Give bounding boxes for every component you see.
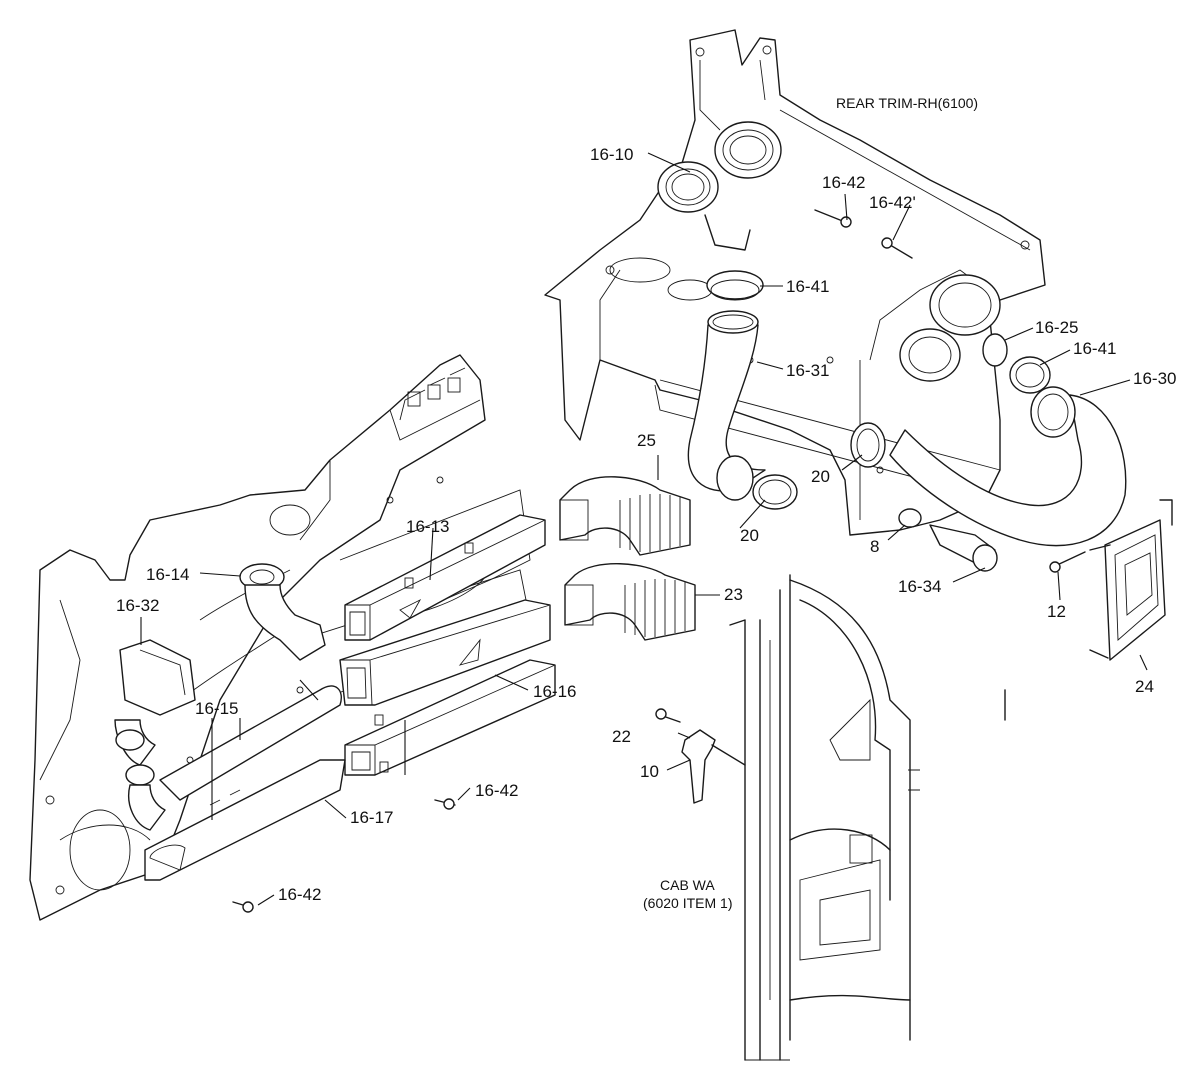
note-cab-wa-line2: (6020 ITEM 1) (643, 895, 732, 911)
screw-12 (1049, 551, 1086, 573)
callout-16-34: 16-34 (898, 577, 941, 596)
cab-wa-frame (729, 574, 1006, 1061)
callout-22: 22 (612, 727, 631, 746)
screw-16-42-middle (434, 798, 456, 810)
callout-23: 23 (724, 585, 743, 604)
callout-16-17: 16-17 (350, 808, 393, 827)
callout-16-42-prime: 16-42' (869, 193, 916, 212)
handle-10 (681, 729, 746, 804)
nozzle-16-34 (929, 524, 998, 572)
screw-16-42-top (814, 209, 852, 228)
labels: REAR TRIM-RH(6100) CAB WA (6020 ITEM 1) … (116, 95, 1176, 911)
elbow-16-14 (239, 563, 326, 661)
screw-16-42-bottom (232, 901, 254, 913)
hose-16-31 (687, 310, 766, 492)
callout-20-lower: 20 (740, 526, 759, 545)
duct-16-32 (114, 639, 196, 831)
hose-16-30 (889, 386, 1127, 547)
screw-16-42-prime (881, 237, 913, 259)
callout-16-42-bottom: 16-42 (278, 885, 321, 904)
vent-outlet-16-10 (657, 121, 782, 251)
clamp-20-upper (850, 422, 886, 468)
duct-16-15 (144, 685, 346, 881)
callout-16-30: 16-30 (1133, 369, 1176, 388)
callout-16-13: 16-13 (406, 517, 449, 536)
callout-16-15: 16-15 (195, 699, 238, 718)
hose-clamp-16-41-right (1009, 356, 1051, 394)
duct-boot-25 (559, 476, 691, 556)
callout-16-42-middle: 16-42 (475, 781, 518, 800)
callout-16-14: 16-14 (146, 565, 189, 584)
callout-16-16: 16-16 (533, 682, 576, 701)
clamp-20-lower (716, 455, 798, 510)
callout-16-32: 16-32 (116, 596, 159, 615)
duct-boot-23 (564, 563, 696, 641)
callout-16-41-upper: 16-41 (786, 277, 829, 296)
callout-16-10: 16-10 (590, 145, 633, 164)
screw-22 (655, 708, 681, 723)
callout-16-42-top: 16-42 (822, 173, 865, 192)
vent-outlet-16-25 (899, 274, 1008, 382)
callout-20-upper: 20 (811, 467, 830, 486)
hose-clamp-16-41-upper (706, 270, 764, 301)
callout-16-25: 16-25 (1035, 318, 1078, 337)
note-cab-wa-line1: CAB WA (660, 877, 715, 893)
callout-16-41-right: 16-41 (1073, 339, 1116, 358)
note-rear-trim: REAR TRIM-RH(6100) (836, 95, 978, 111)
grille-24 (1089, 499, 1173, 661)
callout-16-31: 16-31 (786, 361, 829, 380)
callout-25: 25 (637, 431, 656, 450)
duct-16-13 (344, 514, 546, 641)
callout-8: 8 (870, 537, 879, 556)
callout-24: 24 (1135, 677, 1154, 696)
callout-12: 12 (1047, 602, 1066, 621)
callout-10: 10 (640, 762, 659, 781)
clamp-8 (898, 508, 922, 528)
leader-lines (140, 152, 1148, 906)
